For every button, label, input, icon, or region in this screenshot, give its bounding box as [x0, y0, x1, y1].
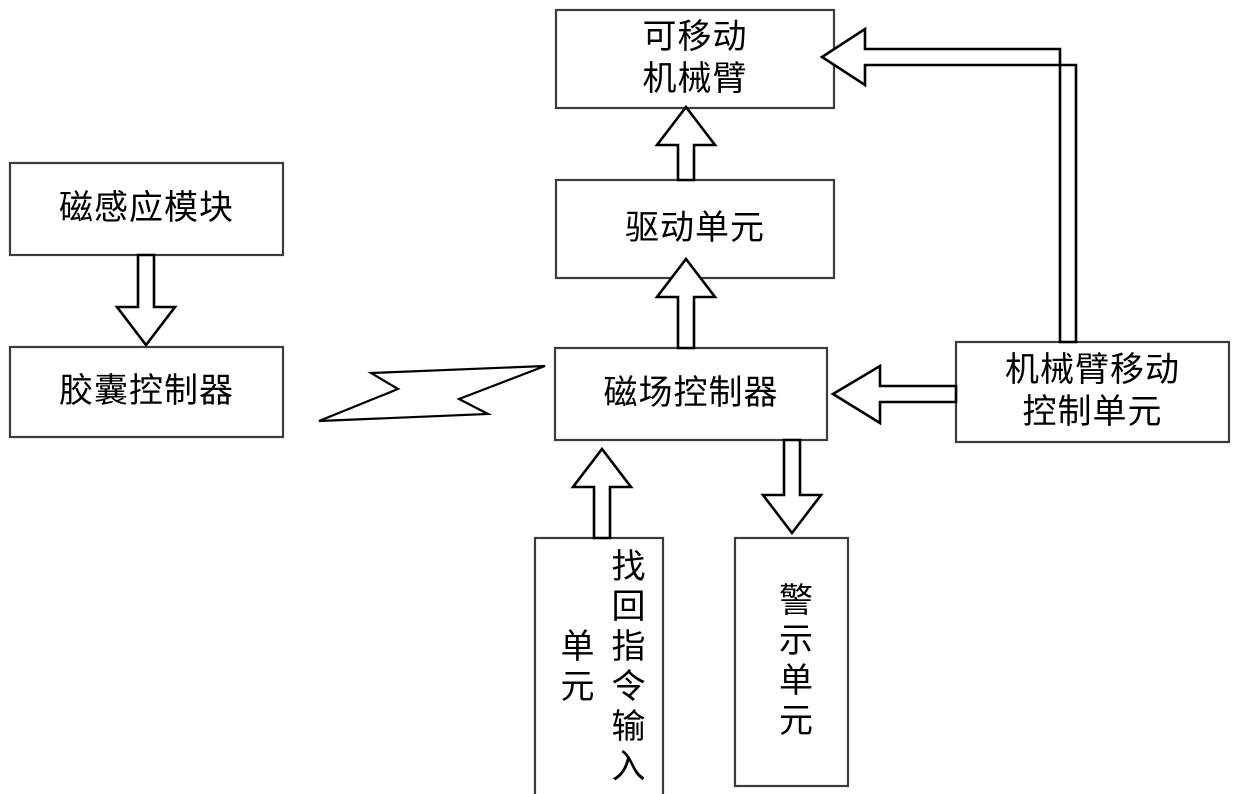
arrow-retrieval-to-magnetic-field	[570, 446, 634, 540]
node-label-retrieval-command-input-unit: 找回指令输入单元	[555, 548, 643, 788]
node-label-movable-robotic-arm: 可移动 机械臂	[642, 18, 748, 98]
arrow-magnetic-field-to-warning	[760, 438, 824, 536]
node-label-magnetic-induction-module: 磁感应模块	[59, 189, 234, 227]
node-box-retrieval-command-input-unit[interactable]	[533, 536, 665, 794]
node-label-magnetic-field-controller: 磁场控制器	[603, 374, 779, 412]
node-box-warning-unit[interactable]	[733, 536, 850, 788]
node-box-arm-movement-control-unit[interactable]	[954, 340, 1231, 444]
node-label-capsule-controller: 胶囊控制器	[59, 372, 234, 410]
node-label-warning-unit: 警示单元	[773, 582, 811, 742]
node-box-magnetic-field-controller[interactable]	[553, 346, 829, 442]
wireless-lightning-bolt-icon	[318, 364, 546, 423]
arrow-drive-to-movable-arm	[654, 104, 718, 182]
node-label-arm-movement-control-unit: 机械臂移动 控制单元	[1005, 351, 1180, 431]
arrow-magnetic-field-to-drive	[654, 256, 718, 350]
node-box-capsule-controller[interactable]	[8, 345, 285, 439]
node-box-magnetic-induction-module[interactable]	[8, 161, 285, 257]
node-box-movable-robotic-arm[interactable]	[554, 8, 836, 110]
node-label-drive-unit: 驱动单元	[625, 209, 765, 247]
arrow-arm-control-to-movable-arm	[819, 26, 1078, 344]
arrow-arm-control-to-magnetic-field	[830, 363, 958, 426]
arrow-magnetic-induction-to-capsule	[114, 253, 178, 348]
